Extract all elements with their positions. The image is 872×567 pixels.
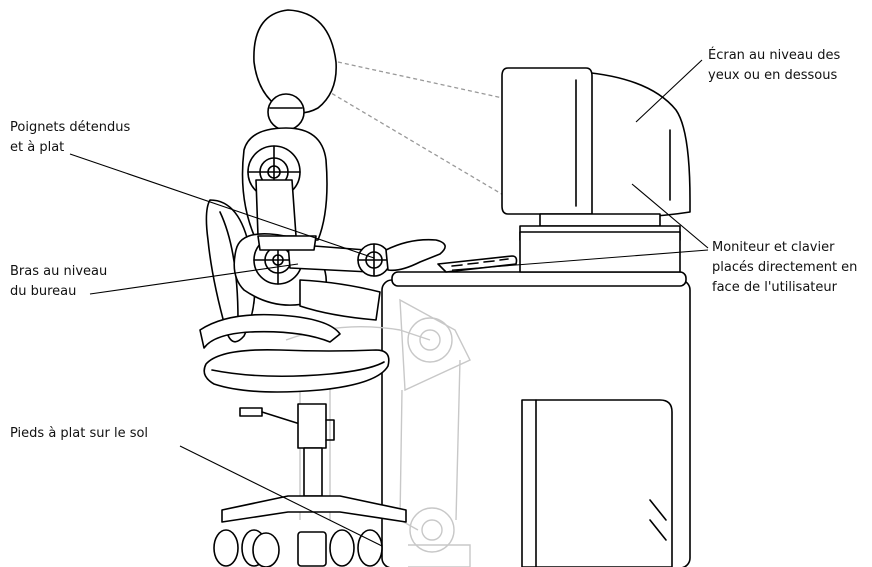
desk — [382, 272, 690, 567]
label-monitor-keyboard: Moniteur et clavier placés directement e… — [712, 238, 857, 298]
label-arms-line2: du bureau — [10, 282, 107, 302]
monitor — [502, 68, 690, 272]
label-screen-level: Écran au niveau des yeux ou en dessous — [708, 46, 840, 86]
label-monitor-keyboard-line3: face de l'utilisateur — [712, 278, 857, 298]
chair-casters — [214, 530, 382, 567]
label-wrists: Poignets détendus et à plat — [10, 118, 130, 158]
label-arms-line1: Bras au niveau — [10, 262, 107, 282]
label-monitor-keyboard-line1: Moniteur et clavier — [712, 238, 857, 258]
label-wrists-line1: Poignets détendus — [10, 118, 130, 138]
label-monitor-keyboard-line2: placés directement en — [712, 258, 857, 278]
sight-lines — [326, 62, 512, 196]
label-wrists-line2: et à plat — [10, 138, 130, 158]
label-arms: Bras au niveau du bureau — [10, 262, 107, 302]
keyboard — [438, 256, 517, 272]
label-feet-line1: Pieds à plat sur le sol — [10, 424, 148, 444]
label-screen-line2: yeux ou en dessous — [708, 66, 840, 86]
label-feet: Pieds à plat sur le sol — [10, 424, 148, 444]
label-screen-line1: Écran au niveau des — [708, 46, 840, 66]
